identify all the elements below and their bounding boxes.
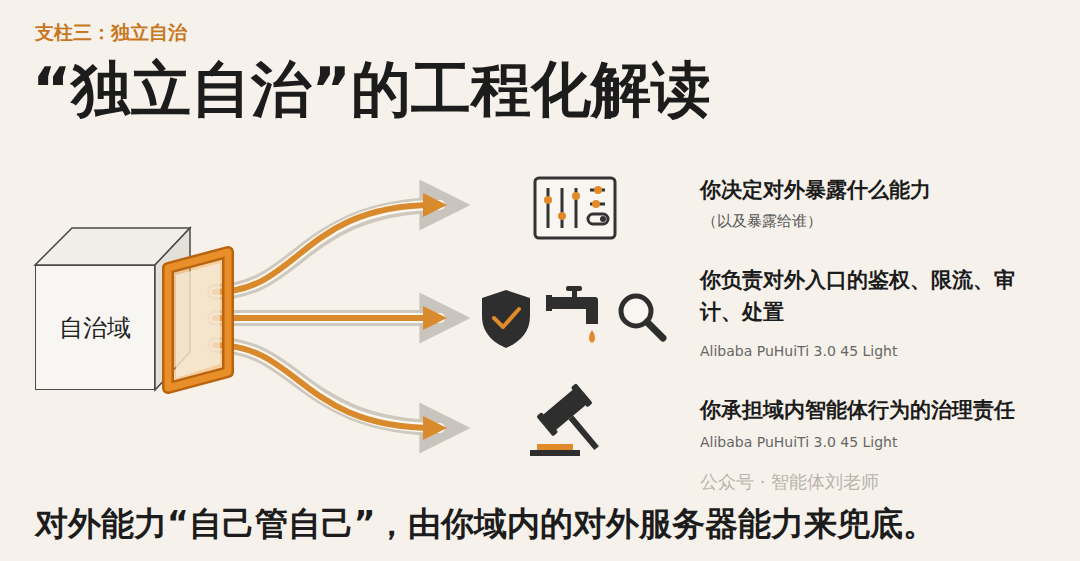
shield-icon xyxy=(482,290,530,348)
sliders-icon xyxy=(535,178,615,238)
font-note: Alibaba PuHuiTi 3.0 45 Light xyxy=(700,343,897,359)
faucet-icon xyxy=(546,286,598,343)
point-note: （以及暴露给谁） xyxy=(702,212,822,231)
caption: 对外能力“自己管自己”，由你域内的对外服务器能力来兜底。 xyxy=(35,502,936,547)
point-heading: 你决定对外暴露什么能力 xyxy=(700,176,1060,204)
flow-arrows xyxy=(215,205,445,428)
domain-cube: 自治域 xyxy=(35,265,155,390)
magnifier-icon xyxy=(621,296,663,338)
gavel-icon xyxy=(530,383,617,465)
point-heading: 你承担域内智能体行为的治理责任 xyxy=(700,396,1070,424)
point-heading: 你负责对外入口的鉴权、限流、审计、处置 xyxy=(700,265,1020,328)
section-tag: 支柱三：独立自治 xyxy=(35,20,187,46)
main-title: “独立自治”的工程化解读 xyxy=(32,50,711,131)
gateway-frame xyxy=(168,252,228,388)
font-note: Alibaba PuHuiTi 3.0 45 Light xyxy=(700,434,897,450)
watermark: 公众号 · 智能体刘老师 xyxy=(700,470,879,494)
node-text: 自治域 xyxy=(59,312,131,344)
